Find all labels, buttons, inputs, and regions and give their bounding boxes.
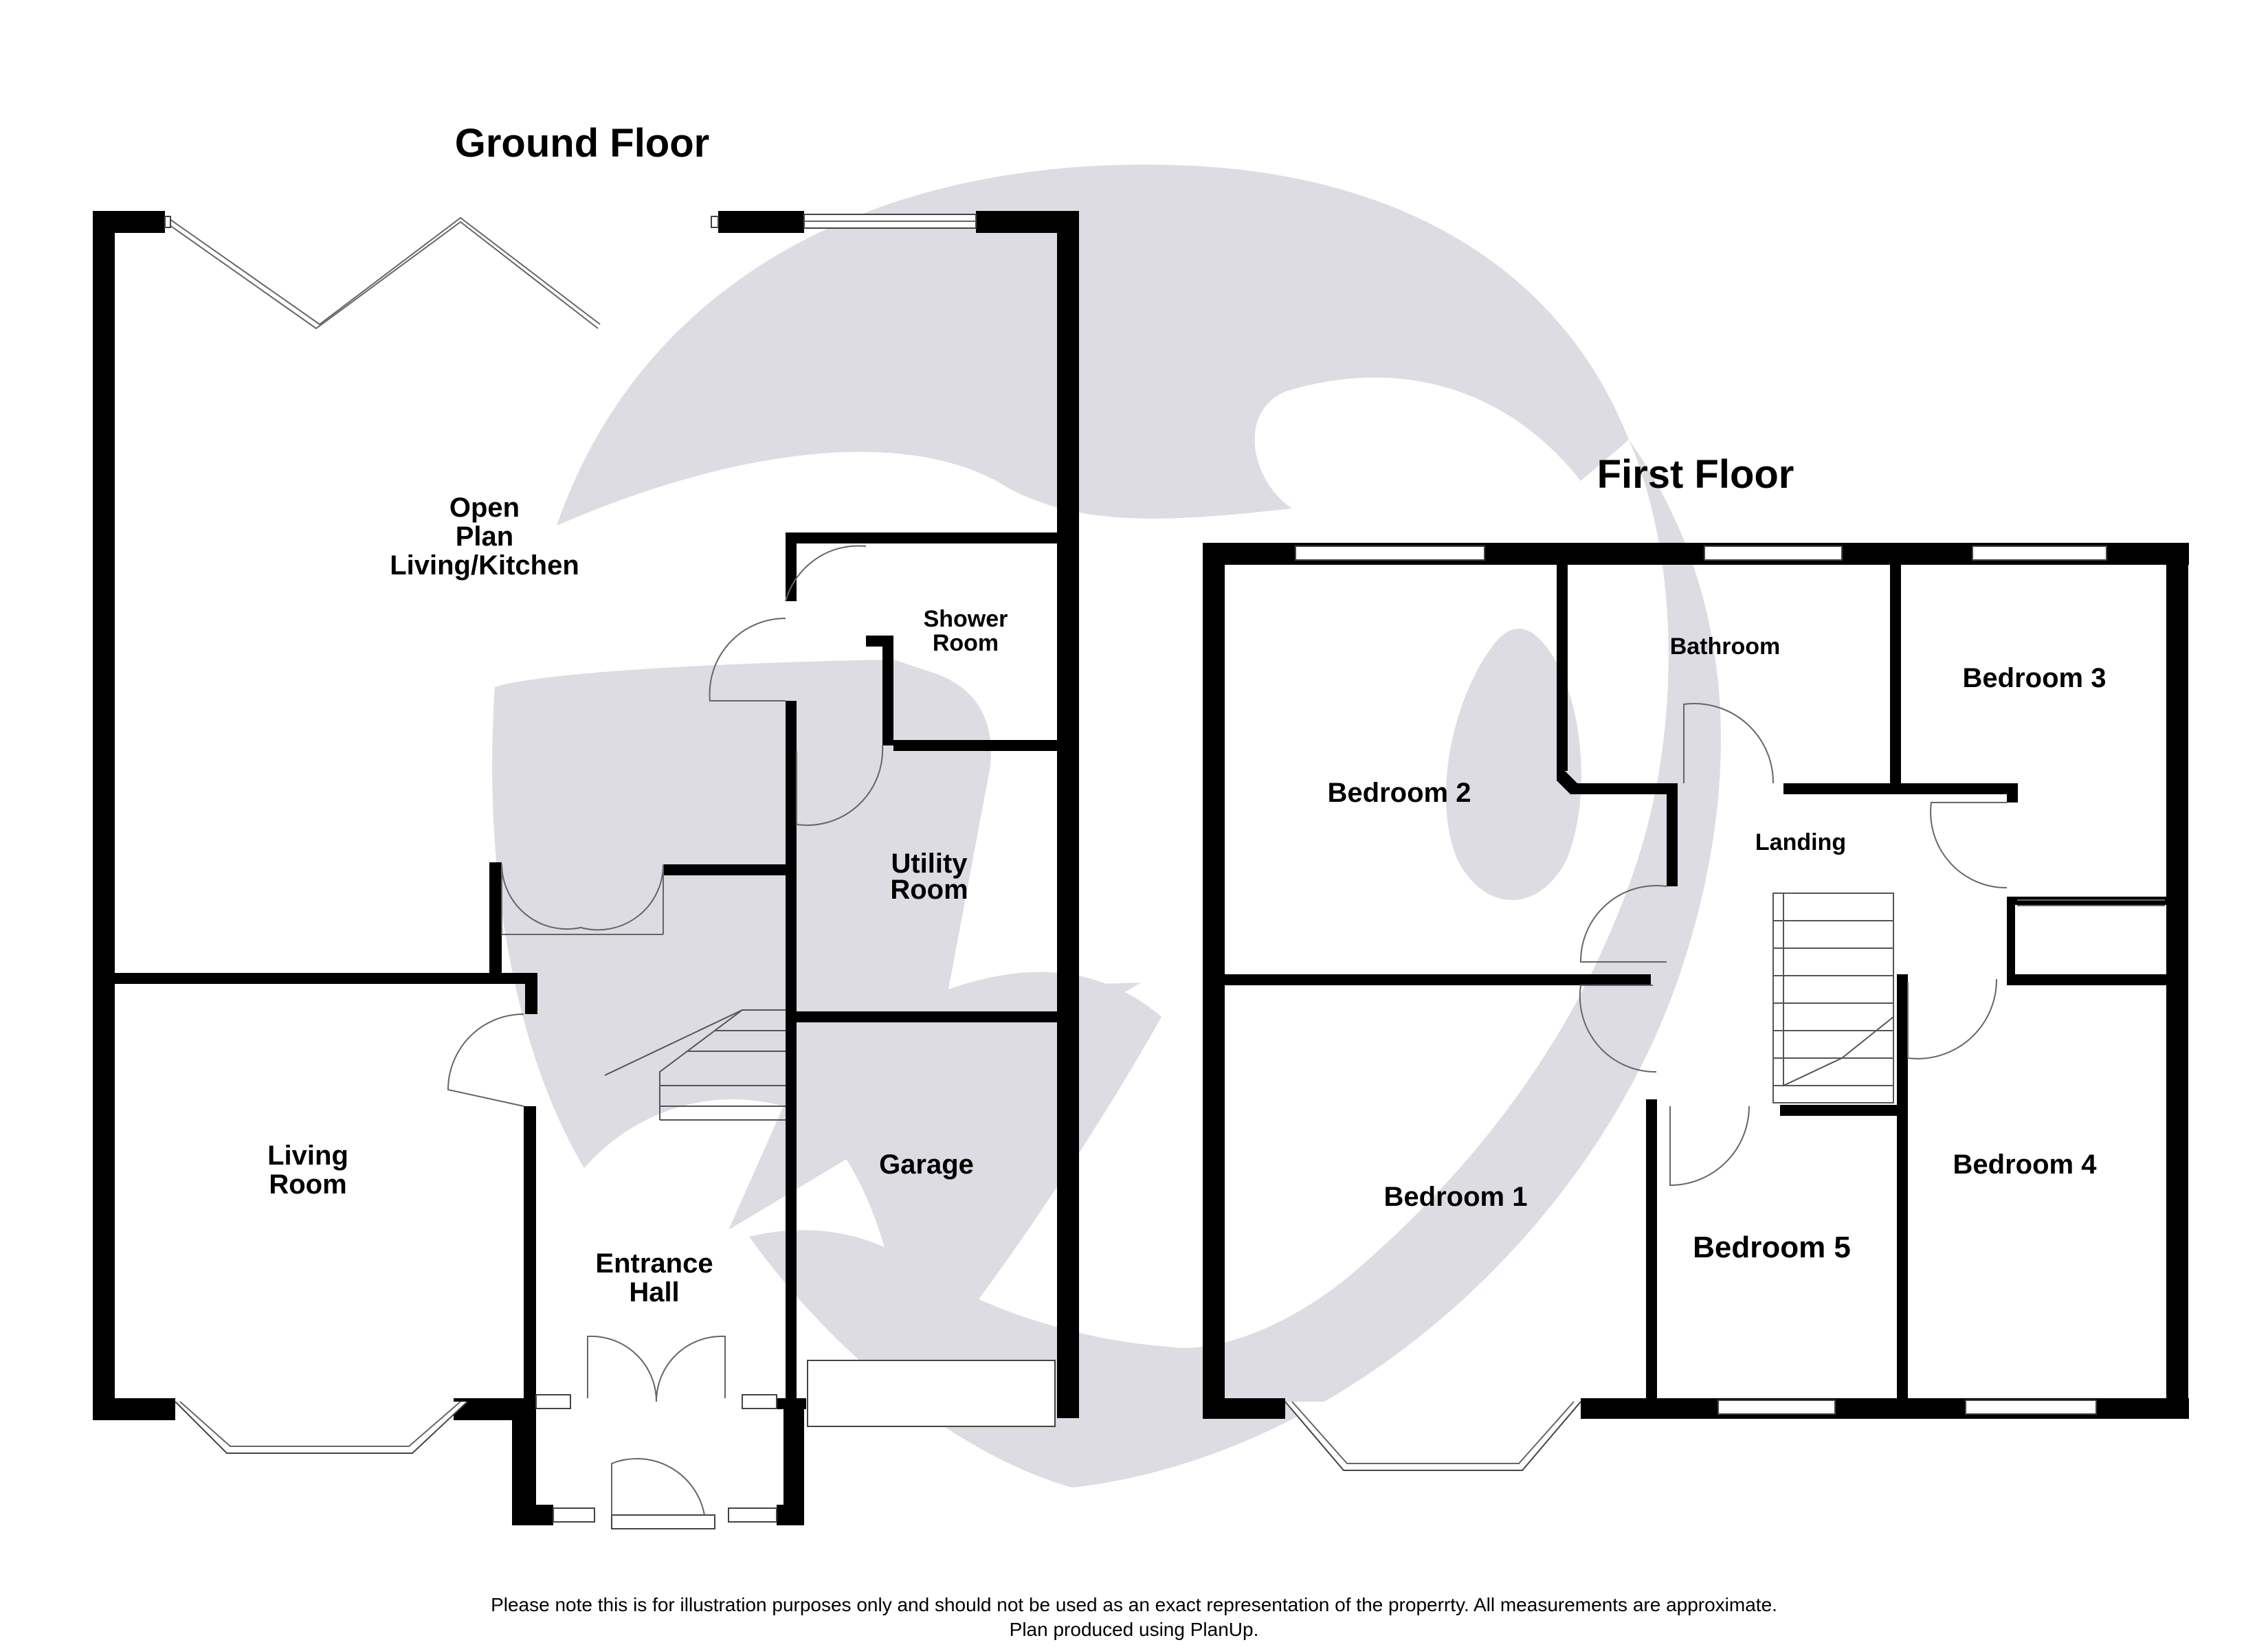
room-label-landing: Landing: [1755, 829, 1846, 855]
room-label-living-room-line-1: Living: [267, 1141, 348, 1171]
ground-floor-title: Ground Floor: [455, 121, 710, 166]
room-label-bathroom: Bathroom: [1670, 633, 1781, 660]
room-label-bedroom-2: Bedroom 2: [1328, 778, 1471, 808]
ground-floor-walls: [93, 211, 1079, 1525]
room-label-garage: Garage: [879, 1149, 974, 1180]
room-label-entrance-hall-line-2: Hall: [629, 1277, 679, 1308]
room-label-utility-room-line-1: Utility: [891, 849, 968, 879]
room-label-living-room-line-2: Room: [269, 1169, 346, 1200]
room-label-utility-room-line-2: Room: [890, 875, 968, 905]
room-label-shower-room-line-1: Shower: [924, 606, 1008, 632]
room-label-bedroom-5: Bedroom 5: [1693, 1231, 1851, 1264]
first-floor-title: First Floor: [1597, 452, 1794, 497]
footer-note: Please note this is for illustration pur…: [0, 1593, 2268, 1642]
first-floor-fixtures: [1285, 546, 2165, 1471]
room-label-entrance-hall-line-1: Entrance: [595, 1248, 713, 1279]
ground-floor-fixtures: [164, 214, 1056, 1529]
room-label-bedroom-3: Bedroom 3: [1963, 663, 2106, 693]
room-label-open-plan-line-2: Plan: [456, 521, 513, 552]
room-label-shower-room-line-2: Room: [933, 630, 999, 656]
room-label-open-plan-line-3: Living/Kitchen: [390, 550, 579, 581]
room-label-bedroom-4: Bedroom 4: [1953, 1149, 2098, 1180]
room-label-bedroom-1: Bedroom 1: [1384, 1182, 1528, 1212]
footer-disclaimer: Please note this is for illustration pur…: [491, 1594, 1777, 1615]
room-label-open-plan-line-1: Open: [449, 493, 520, 523]
footer-credit: Plan produced using PlanUp.: [1009, 1619, 1259, 1640]
